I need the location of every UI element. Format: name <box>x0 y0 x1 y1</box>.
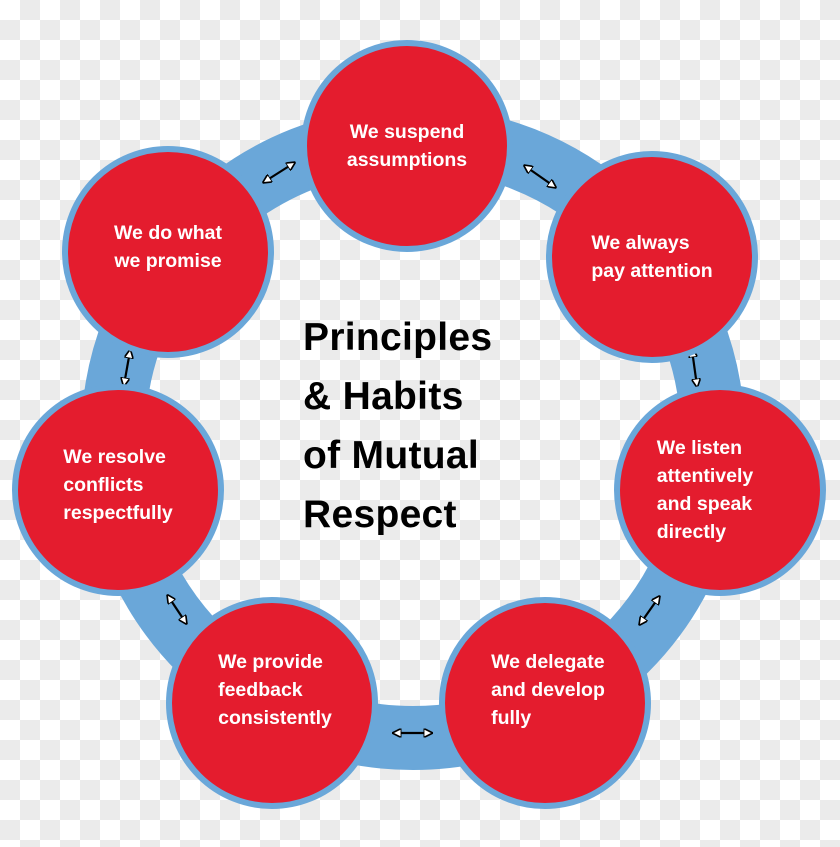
node-do-what-promise: We do what we promise <box>62 146 274 358</box>
double-arrow-icon <box>692 350 697 386</box>
double-arrow-icon <box>124 351 130 385</box>
node-provide-feedback: We provide feedback consistently <box>166 597 378 809</box>
node-pay-attention: We always pay attention <box>546 151 758 363</box>
node-suspend-assumptions: We suspend assumptions <box>301 40 513 252</box>
node-resolve-conflicts: We resolve conflicts respectfully <box>12 384 224 596</box>
diagram-title: Principles & Habits of Mutual Respect <box>303 316 493 536</box>
node-listen-speak: We listen attentively and speak directly <box>614 384 826 596</box>
node-label: We listen attentively and speak directly <box>656 437 754 543</box>
node-label: We do what we promise <box>114 222 222 272</box>
node-label: We resolve conflicts respectfully <box>63 446 173 524</box>
double-arrow-icon <box>640 597 659 624</box>
double-arrow-icon <box>168 596 186 623</box>
node-label: We delegate and develop fully <box>491 651 605 729</box>
double-arrow-icon <box>264 163 294 182</box>
node-label: We provide feedback consistently <box>218 651 332 729</box>
node-label: We suspend assumptions <box>346 121 468 171</box>
node-label: We always pay attention <box>591 232 713 282</box>
node-delegate-develop: We delegate and develop fully <box>439 597 651 809</box>
double-arrow-icon <box>525 166 555 187</box>
